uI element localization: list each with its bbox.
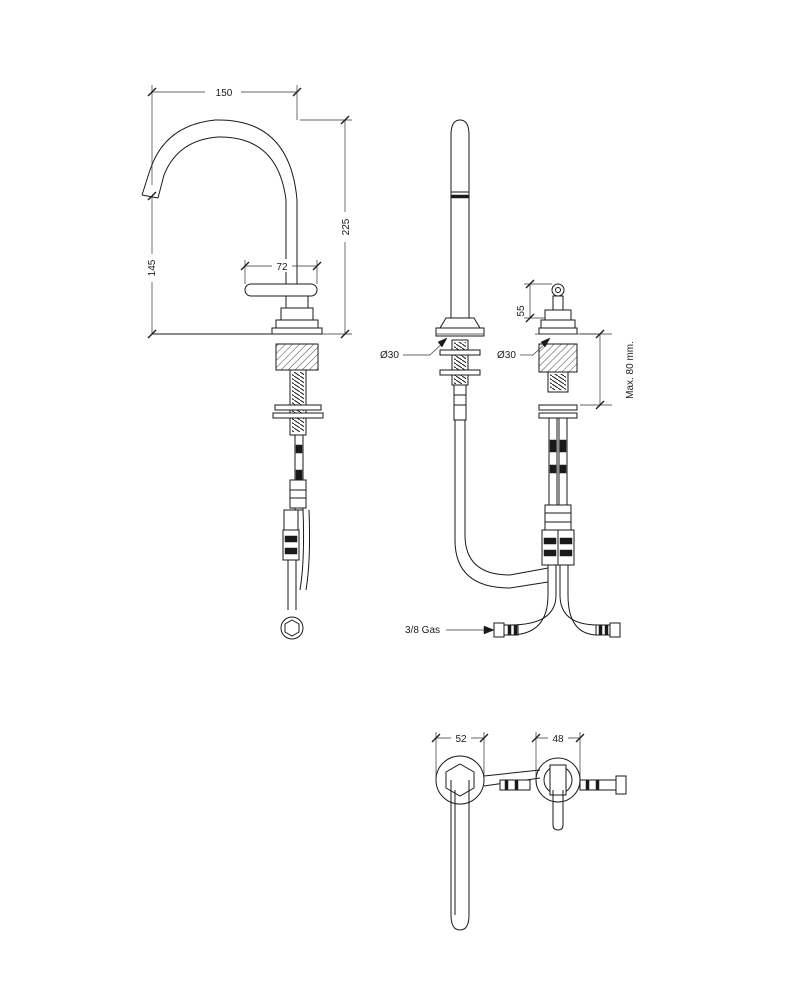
front-elevation-view: 55 Max. 80 mm. Ø30 Ø30 3/8 Gas bbox=[380, 119, 636, 638]
dimension-145: 145 bbox=[147, 259, 158, 276]
dimension-48: 48 bbox=[552, 734, 564, 745]
side-elevation-view: 150 225 145 72 bbox=[141, 84, 352, 640]
label-diameter-30-spout: Ø30 bbox=[380, 350, 399, 361]
dimension-52: 52 bbox=[455, 734, 467, 745]
plan-view: 52 48 bbox=[431, 731, 627, 931]
label-diameter-30-handle: Ø30 bbox=[497, 350, 516, 361]
dimension-72: 72 bbox=[276, 262, 288, 273]
dimension-55: 55 bbox=[516, 305, 527, 317]
dimension-225: 225 bbox=[341, 218, 352, 235]
dimension-max-80mm: Max. 80 mm. bbox=[625, 341, 636, 399]
label-3-8-gas: 3/8 Gas bbox=[405, 625, 440, 636]
dimension-150: 150 bbox=[216, 88, 233, 99]
